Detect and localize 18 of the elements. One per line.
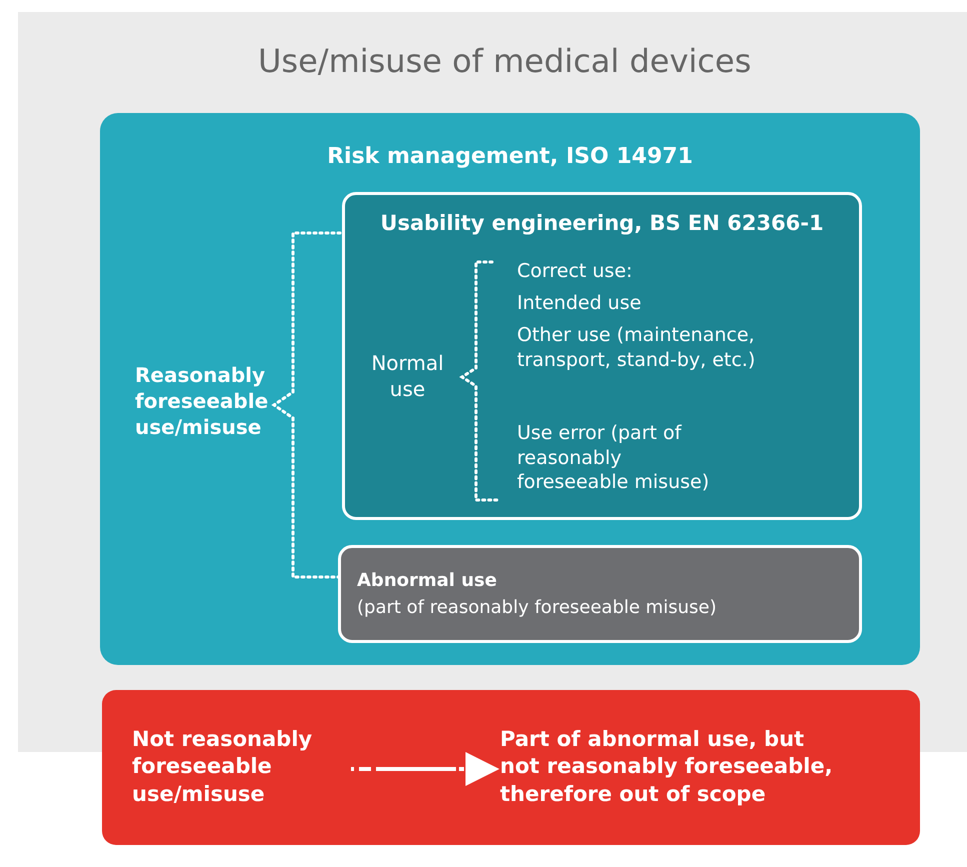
box-text: Other use (maintenance, transport, stand-by, etc.)	[517, 323, 756, 372]
box-heading: Usability engineering, BS EN 62366-1	[379, 210, 825, 237]
box	[102, 690, 920, 845]
box-heading: Risk management, ISO 14971	[326, 143, 694, 171]
box-text: Use error (part of reasonably foreseeable misuse)	[517, 421, 710, 496]
box-text: Normal use	[370, 350, 445, 402]
inner-box	[342, 192, 862, 520]
box-text: Reasonably foreseeable use/misuse	[135, 362, 270, 440]
arrow	[351, 752, 500, 786]
box-heading: Abnormal use	[357, 569, 498, 592]
box-text: Part of abnormal use, but not reasonably foreseeable, therefore out of scope	[500, 726, 834, 808]
box-text: Intended use	[517, 291, 642, 316]
title: Use/misuse of medical devices	[258, 42, 752, 80]
box-text: Not reasonably foreseeable use/misuse	[132, 726, 314, 808]
box-text: (part of reasonably foreseeable misuse)	[357, 596, 718, 620]
inner-box	[338, 545, 862, 643]
box-text: Correct use:	[517, 259, 634, 284]
outer-box	[100, 113, 920, 665]
